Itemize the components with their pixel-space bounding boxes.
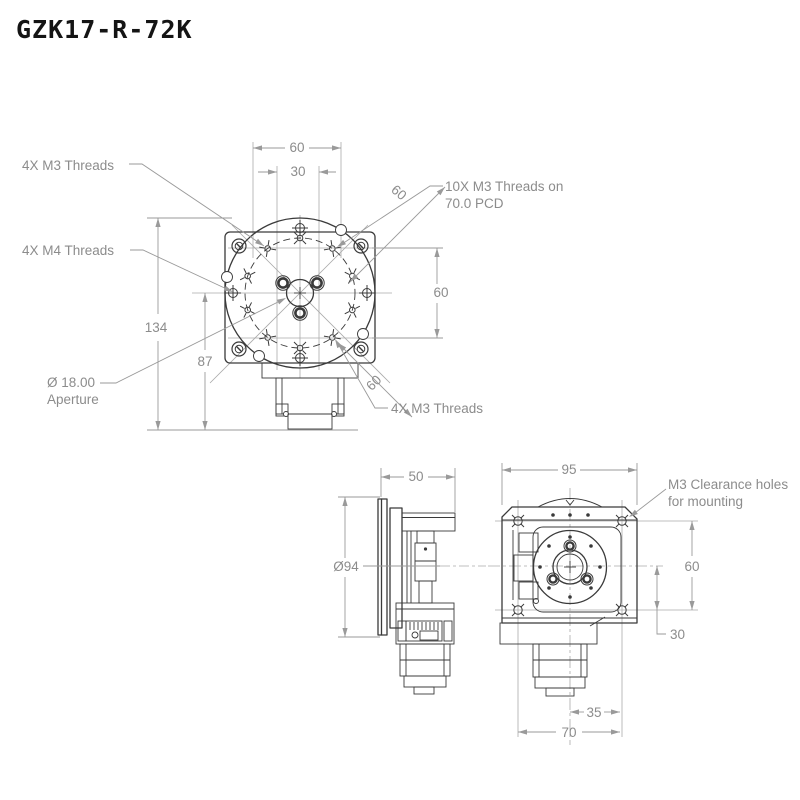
- dim-top-width: 60: [289, 140, 304, 155]
- dim-total-height: 134: [145, 320, 168, 335]
- front-center-cross: [564, 561, 576, 573]
- top-view-centerlines: [192, 142, 443, 384]
- top-pcd-circle: [244, 237, 356, 349]
- top-view-labels: 4X M3 Threads 4X M4 Threads Ø 18.00 Aper…: [22, 158, 563, 416]
- top-motor-assembly: [261, 362, 359, 430]
- side-platform-disc: [377, 498, 403, 636]
- dim-center-to-base: 87: [197, 354, 212, 369]
- dim-hole-spacing-vertical: 60: [684, 559, 699, 574]
- front-center-bore-inner: [556, 553, 584, 581]
- label-m3-threads-bottom: 4X M3 Threads: [391, 401, 483, 416]
- front-base-and-motor: [499, 616, 606, 697]
- front-platform-arc: [537, 498, 603, 508]
- front-view: 95 60 30 35 70: [488, 462, 788, 745]
- dim-diag-top-right: 60: [388, 182, 409, 203]
- side-view: 50 Ø94: [333, 468, 486, 695]
- label-m4-threads: 4X M4 Threads: [22, 243, 114, 258]
- front-rotary-face: [532, 529, 608, 605]
- front-top-plate-dots: [551, 513, 590, 517]
- label-aperture: Aperture: [47, 392, 99, 407]
- label-clearance-holes-line2: for mounting: [668, 494, 743, 509]
- dim-diag-bottom-right: 60: [363, 372, 384, 393]
- top-platform-notches: [221, 224, 369, 362]
- front-view-dimensions: 95 60 30 35 70: [501, 462, 700, 740]
- part-number-title: GZK17-R-72K: [16, 15, 193, 44]
- front-view-labels: M3 Clearance holes for mounting: [627, 477, 788, 520]
- dim-top-width-inner: 30: [290, 164, 305, 179]
- side-body: [395, 512, 456, 695]
- top-view: 60 30 60 60 60: [22, 140, 563, 431]
- dim-side-depth: 50: [408, 469, 423, 484]
- dim-right-height: 60: [433, 285, 448, 300]
- dim-center-to-hole-horizontal: 35: [586, 705, 601, 720]
- label-pcd-threads-line1: 10X M3 Threads on: [445, 179, 563, 194]
- label-aperture-diameter: Ø 18.00: [47, 375, 95, 390]
- side-view-dimensions: 50 Ø94: [333, 468, 456, 638]
- label-pcd-threads-line2: 70.0 PCD: [445, 196, 504, 211]
- dim-front-width: 95: [561, 462, 576, 477]
- front-housing-outline: [501, 506, 638, 624]
- top-center-cross: [294, 287, 306, 299]
- front-platform-notch: [565, 499, 575, 506]
- top-view-dimensions: 60 30 60 60 60: [145, 140, 449, 431]
- front-view-centerlines: [488, 488, 698, 745]
- front-clamp-mechanism: [512, 530, 539, 604]
- front-face-holes: [538, 535, 602, 599]
- dim-center-to-holes: 30: [670, 627, 685, 642]
- top-aperture-circle: [285, 278, 315, 308]
- label-m3-threads-top: 4X M3 Threads: [22, 158, 114, 173]
- label-clearance-holes-line1: M3 Clearance holes: [668, 477, 788, 492]
- dim-platform-diameter: Ø94: [333, 559, 359, 574]
- dim-hole-spacing-horizontal: 70: [561, 725, 576, 740]
